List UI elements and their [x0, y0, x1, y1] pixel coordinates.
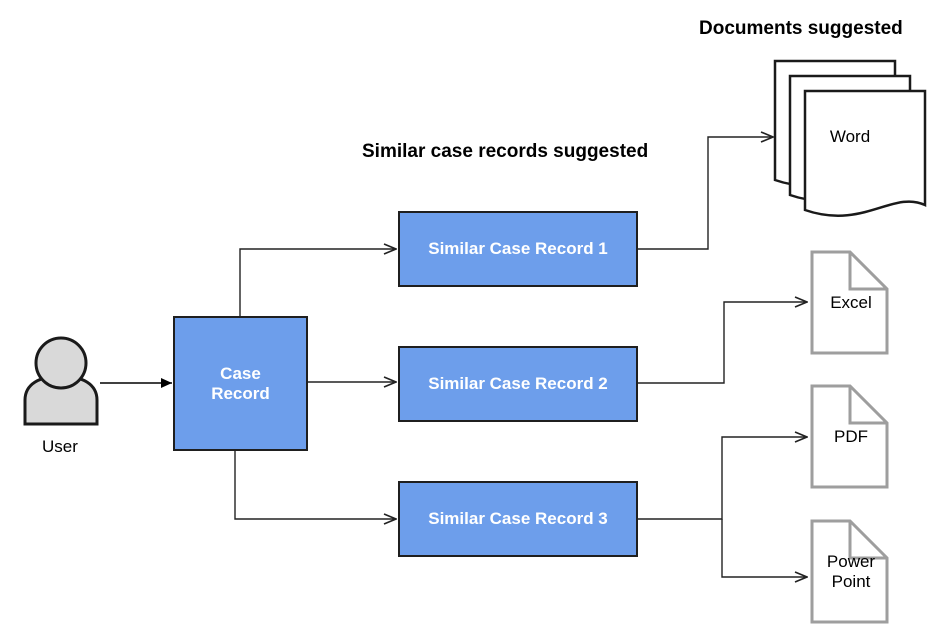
similar-case-record-2-label: Similar Case Record 2 [428, 374, 608, 393]
connector-case-to-record-3 [234, 451, 396, 519]
similar-case-record-2-node[interactable]: Similar Case Record 2 [398, 346, 638, 422]
connector-case-to-record-1 [239, 249, 396, 316]
similar-case-record-1-node[interactable]: Similar Case Record 1 [398, 211, 638, 287]
case-record-node[interactable]: Case Record [173, 316, 308, 451]
file-icon [810, 519, 889, 624]
case-record-label-line-2: Record [211, 383, 270, 403]
powerpoint-document-label: Power Point [812, 552, 890, 592]
connector-record-2-to-excel [638, 302, 807, 384]
connector-record-3-to-powerpoint [721, 519, 807, 577]
excel-document-label: Excel [830, 293, 872, 312]
user-label: User [42, 437, 78, 456]
powerpoint-label-line-1: Power [826, 552, 876, 571]
connector-record-1-to-word [638, 137, 773, 250]
stacked-documents-icon [773, 59, 927, 217]
file-icon [810, 384, 889, 489]
connector-record-3-to-pdf [638, 437, 807, 520]
similar-case-record-1-label: Similar Case Record 1 [428, 239, 608, 258]
file-icon [810, 250, 889, 355]
similar-records-heading: Similar case records suggested [362, 141, 649, 162]
person-icon [23, 336, 99, 426]
powerpoint-label-line-2: Point [831, 572, 871, 591]
pdf-document-label: PDF [834, 427, 868, 446]
similar-case-record-3-node[interactable]: Similar Case Record 3 [398, 481, 638, 557]
documents-suggested-heading: Documents suggested [699, 18, 903, 39]
word-document-label: Word [829, 127, 871, 146]
case-record-label-line-1: Case [220, 363, 261, 383]
similar-case-record-3-label: Similar Case Record 3 [428, 509, 608, 528]
